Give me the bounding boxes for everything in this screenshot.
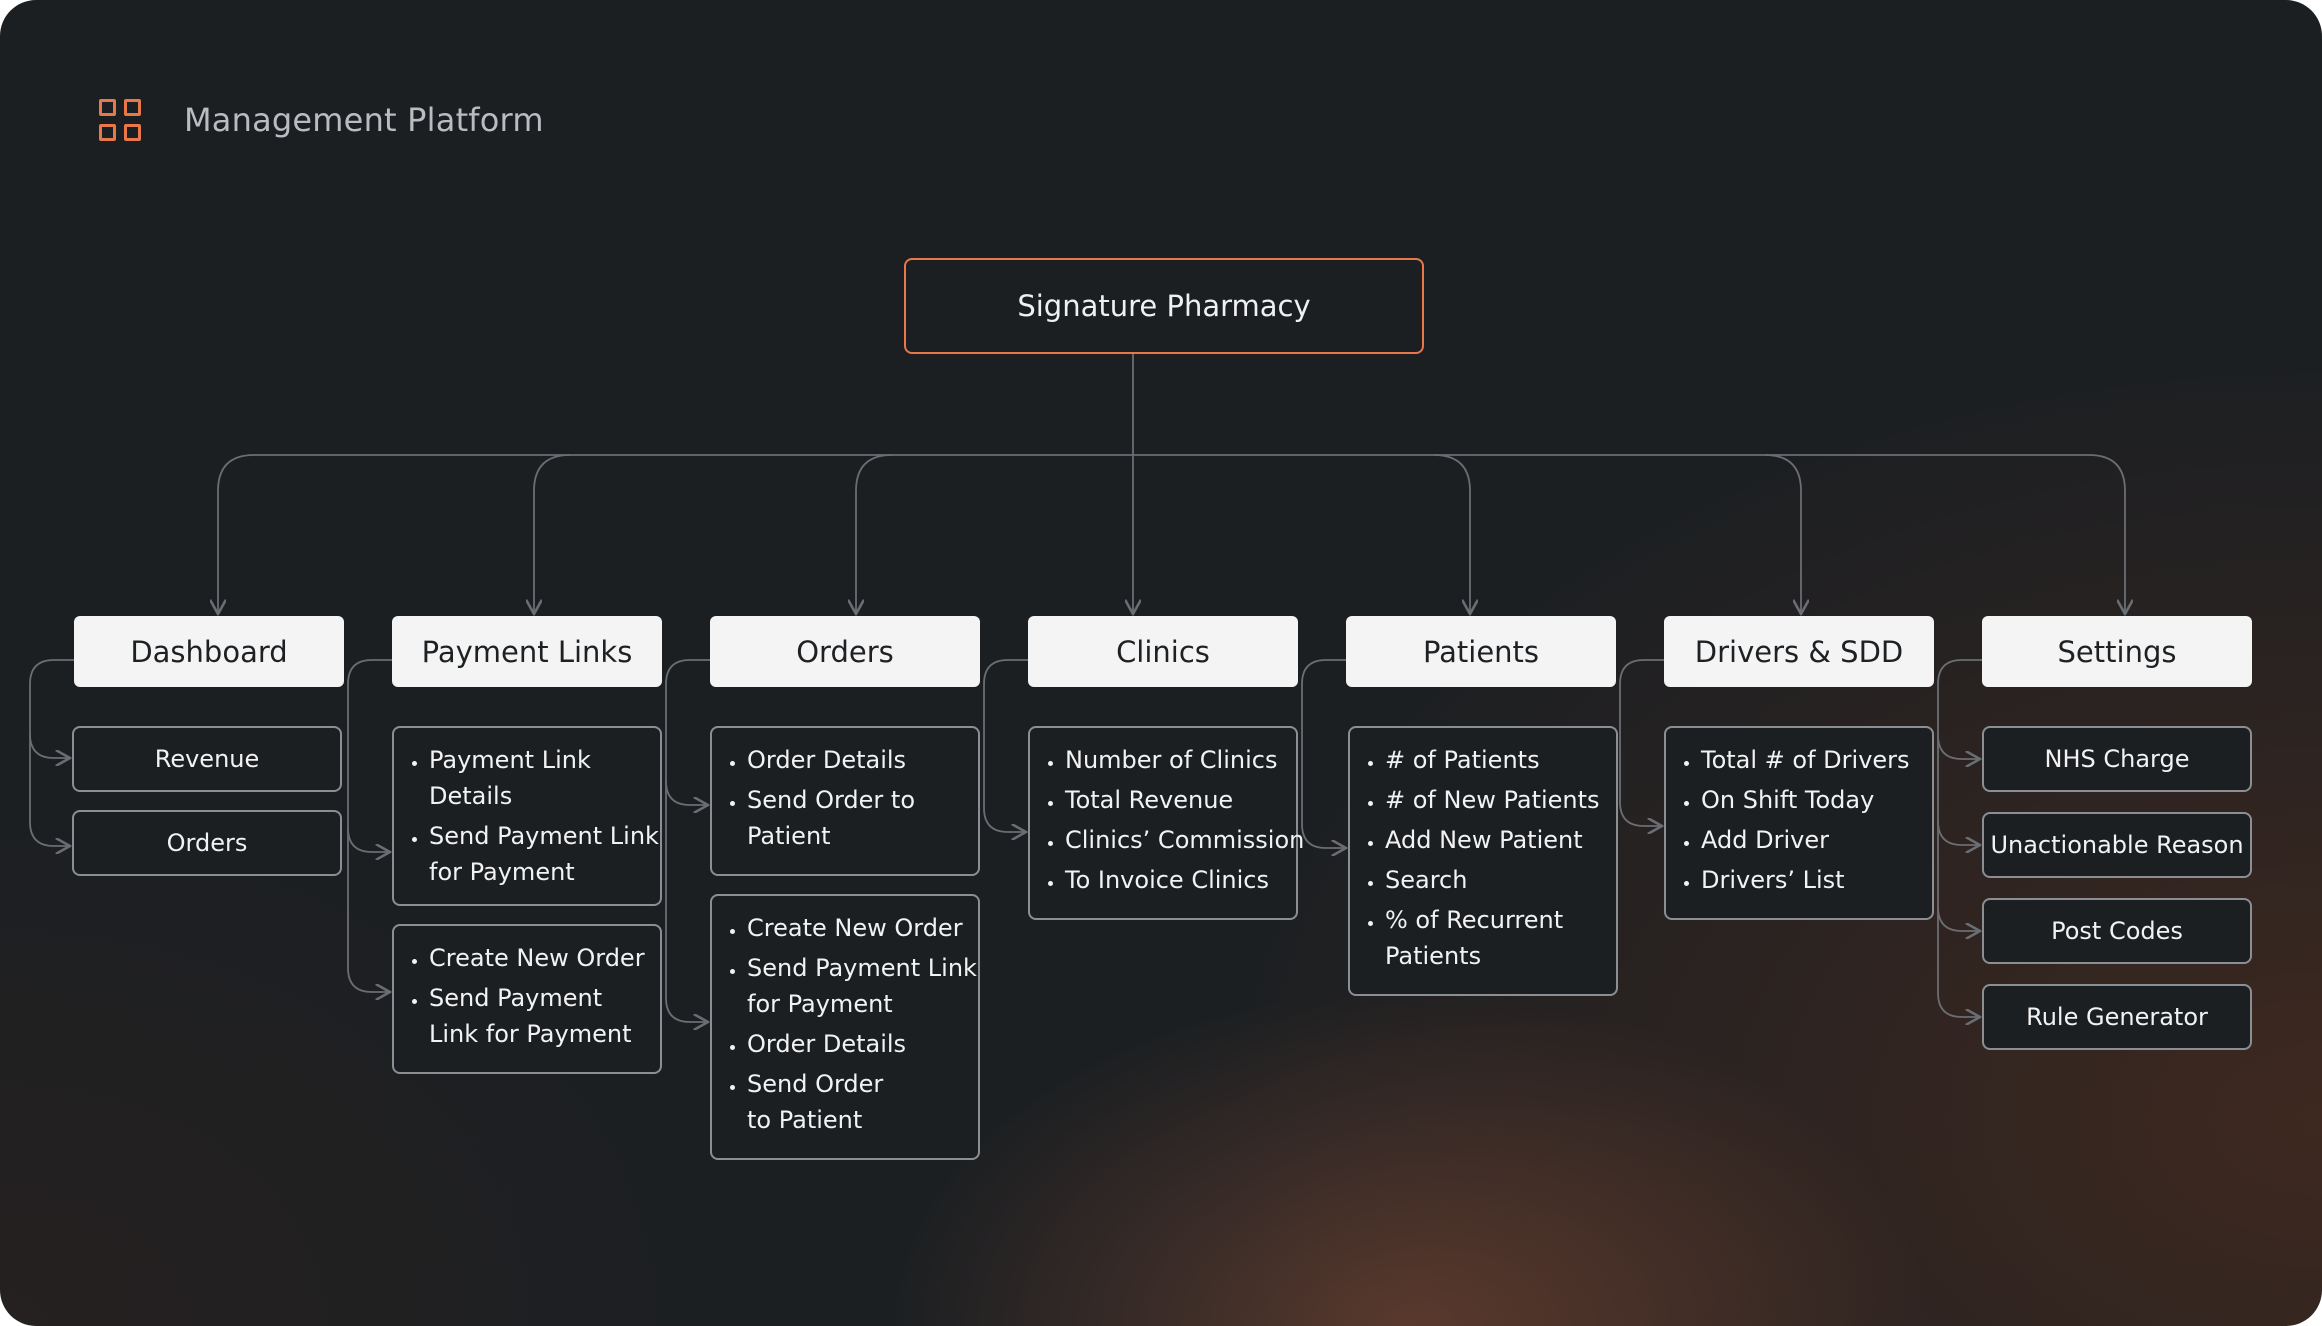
item-box-orders: Orders [72, 810, 342, 876]
category-drivers-sdd: Drivers & SDD [1664, 616, 1934, 687]
list-item: Search [1385, 862, 1608, 898]
list-item: Create New Order [429, 940, 652, 976]
page-title: Management Platform [184, 101, 544, 139]
item-list: Total # of Drivers On Shift TodayAdd Driv… [1666, 728, 1932, 898]
side-stem-2 [665, 659, 710, 998]
side-connector-6-1 [1937, 820, 1980, 845]
item-list: Payment LinkDetailsSend Payment Linkfor … [394, 728, 660, 890]
category-clinics: Clinics [1028, 616, 1298, 687]
list-item: Total Revenue [1065, 782, 1288, 818]
item-box-unactionable-reason: Unactionable Reason [1982, 812, 2252, 878]
branch-line-2 [856, 454, 893, 614]
item-box-rule-generator: Rule Generator [1982, 984, 2252, 1050]
side-connector-6-2 [1937, 906, 1980, 931]
item-list-box: Payment LinkDetailsSend Payment Linkfor … [392, 726, 662, 906]
side-connector-0-1 [29, 821, 70, 846]
side-connector-0-0 [29, 733, 70, 758]
list-item: Total # of Drivers [1701, 742, 1924, 778]
list-item: Add New Patient [1385, 822, 1608, 858]
item-list-box: Total # of Drivers On Shift TodayAdd Driv… [1664, 726, 1934, 920]
list-item: Create New Order [747, 910, 970, 946]
side-stem-6 [1937, 659, 1982, 993]
side-connector-6-0 [1937, 734, 1980, 759]
branch-line-4 [1433, 454, 1470, 614]
category-dashboard: Dashboard [74, 616, 344, 687]
category-settings: Settings [1982, 616, 2252, 687]
side-connector-3-0 [983, 807, 1026, 832]
list-item: To Invoice Clinics [1065, 862, 1288, 898]
side-stem-3 [983, 659, 1028, 808]
branch-line-6 [2088, 454, 2125, 614]
side-stem-4 [1301, 659, 1346, 824]
item-list: Number of ClinicsTotal RevenueClinics’ C… [1030, 728, 1304, 898]
side-stem-0 [29, 659, 74, 822]
list-item: # of Patients [1385, 742, 1608, 778]
grid-icon [99, 99, 141, 141]
list-item: Add Driver [1701, 822, 1924, 858]
header: Management Platform [99, 96, 544, 144]
list-item: # of New Patients [1385, 782, 1608, 818]
branch-line-5 [1764, 454, 1801, 614]
side-connector-1-0 [347, 827, 390, 852]
branch-line-1 [534, 454, 571, 614]
item-list-box: # of Patients # of New PatientsAdd New Pa… [1348, 726, 1618, 996]
side-stem-5 [1619, 659, 1664, 802]
list-item: Drivers’ List [1701, 862, 1924, 898]
category-patients: Patients [1346, 616, 1616, 687]
list-item: Order Details [747, 742, 970, 778]
side-connector-6-3 [1937, 992, 1980, 1017]
side-connector-1-1 [347, 967, 390, 992]
item-box-revenue: Revenue [72, 726, 342, 792]
category-orders: Orders [710, 616, 980, 687]
side-connector-4-0 [1301, 823, 1346, 848]
side-connector-2-0 [665, 780, 708, 805]
side-stem-1 [347, 659, 392, 968]
item-list-box: Number of ClinicsTotal RevenueClinics’ C… [1028, 726, 1304, 920]
root-node: Signature Pharmacy [904, 258, 1424, 354]
list-item: Clinics’ Commission [1065, 822, 1304, 858]
item-box-nhs-charge: NHS Charge [1982, 726, 2252, 792]
item-box-post-codes: Post Codes [1982, 898, 2252, 964]
category-payment-links: Payment Links [392, 616, 662, 687]
side-connector-2-1 [665, 997, 708, 1022]
list-item: Number of Clinics [1065, 742, 1288, 778]
item-list: # of Patients # of New PatientsAdd New Pa… [1350, 728, 1616, 974]
side-connector-5-0 [1619, 801, 1662, 826]
list-item: On Shift Today [1701, 782, 1924, 818]
branch-line-0 [218, 454, 255, 614]
list-item: Order Details [747, 1026, 970, 1062]
